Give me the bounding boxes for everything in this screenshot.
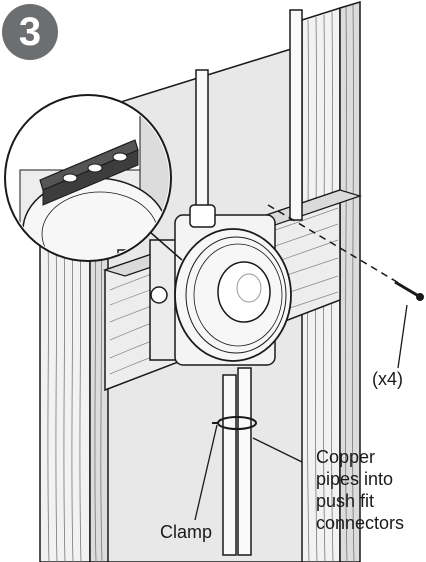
upper-pipes: [195, 9, 303, 231]
copper-pipes: [222, 367, 252, 556]
copper-pipes-label: Copper pipes into push fit connectors: [316, 447, 405, 533]
valve-cover-dial: [174, 228, 292, 362]
step-number-badge: 3: [2, 4, 58, 60]
callout-leaders: [194, 304, 408, 521]
fixing-screw: [267, 204, 424, 301]
pipe-clamp: [212, 416, 257, 430]
clamp-label: Clamp: [160, 522, 213, 542]
left-stud: [39, 206, 109, 562]
screw-count-label: (x4): [372, 369, 403, 389]
